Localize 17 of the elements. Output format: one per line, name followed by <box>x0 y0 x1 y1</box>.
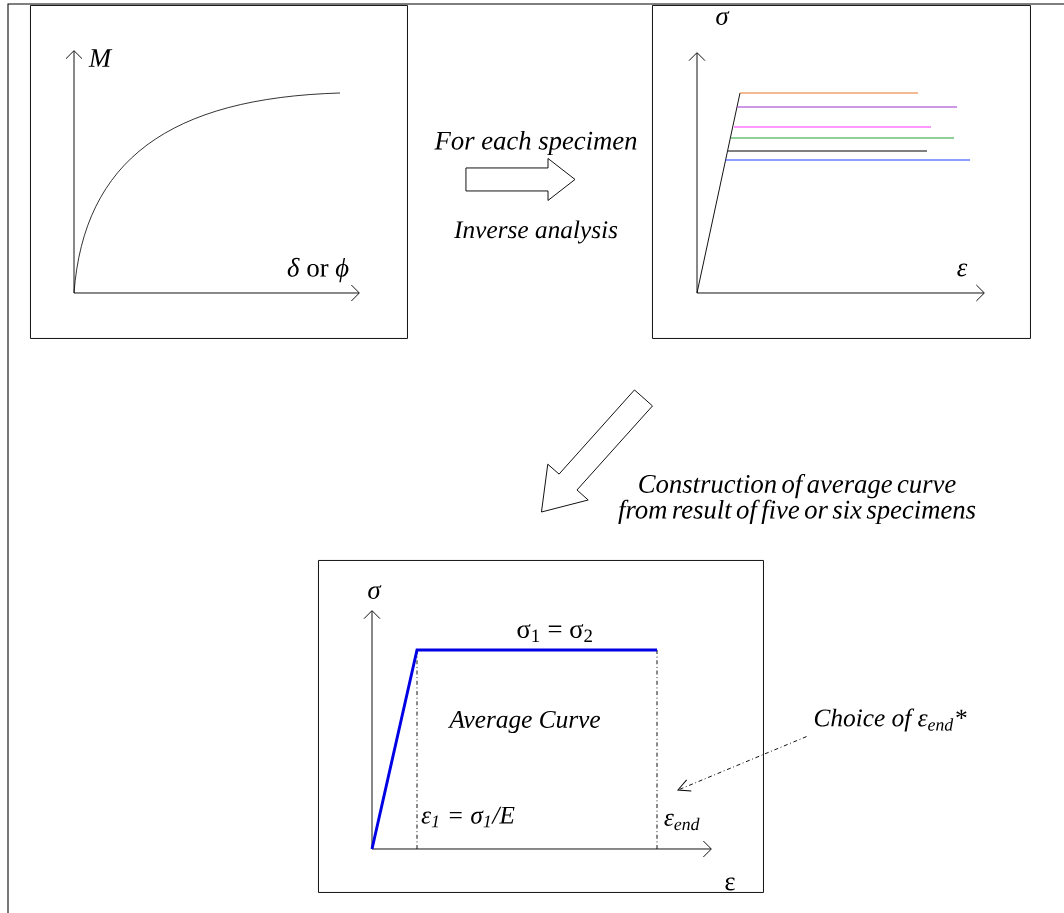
axis-label: ε$_{end}$ <box>664 813 700 831</box>
leader-line <box>677 736 807 792</box>
edge-label: Construction of average curve from result of five or six specimens <box>613 472 981 526</box>
block-arrow <box>541 389 653 513</box>
axis-label: σ$_{1}$ = σ$_{2}$ <box>517 624 592 642</box>
axis-label: σ <box>368 585 382 599</box>
arrow-caption: Inverse analysis <box>453 220 618 244</box>
axis-label: M <box>88 49 113 67</box>
callout-text: Choice of ε$_{end}$* <box>814 708 967 732</box>
block-arrow <box>465 158 576 201</box>
axis-label: σ <box>716 11 730 25</box>
axis-label: Average Curve <box>448 710 601 734</box>
axis-label: ε$_{1}$ = σ$_{1}$/E <box>421 806 515 828</box>
edge-label: For each specimen <box>433 129 639 157</box>
axis-label: ε <box>957 263 968 277</box>
axis-label: ε <box>725 877 735 891</box>
axis-label: δ or ϕ <box>287 257 349 283</box>
